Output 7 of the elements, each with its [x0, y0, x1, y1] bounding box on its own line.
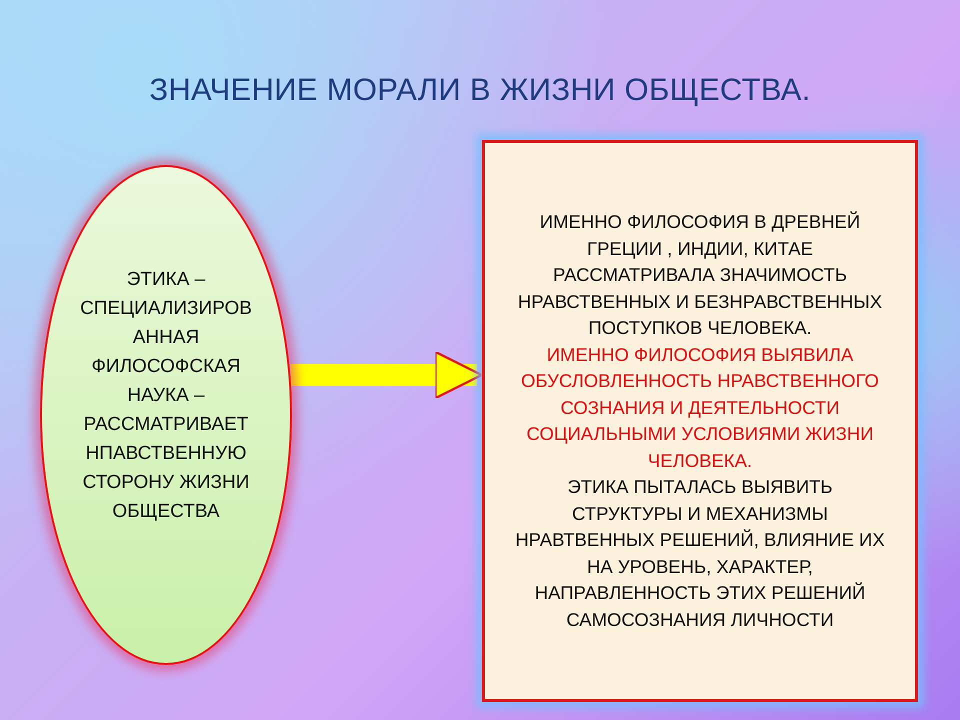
paragraph: ЭТИКА ПЫТАЛАСЬ ВЫЯВИТЬ СТРУКТУРЫ И МЕХАНИЗМЫ НРАВТВЕННЫХ РЕШЕНИЙ, ВЛИЯНИЕ ИХ НА УРОВЕНЬ, ХАРАКТЕР, НАПРАВЛЕННОСТЬ ЭТИХ РЕШЕНИЙ САМОСОЗНАНИЯ ЛИЧНОСТИ — [514, 475, 886, 632]
slide-title: ЗНАЧЕНИЕ МОРАЛИ В ЖИЗНИ ОБЩЕСТВА. — [149, 72, 811, 108]
paragraph: ИМЕННО ФИЛОСОФИЯ В ДРЕВНЕЙ ГРЕЦИИ , ИНДИИ, КИТАЕ РАССМАТРИВАЛА ЗНАЧИМОСТЬ НРАВСТВЕННЫХ И БЕЗНРАВСТВЕННЫХ ПОСТУПКОВ ЧЕЛОВЕКА. — [516, 210, 884, 340]
definition-text: ЭТИКА – СПЕЦИАЛИЗИРОВАННАЯ ФИЛОСОФСКАЯ НАУКА – РАССМАТРИВАЕТ НПАВСТВЕННУЮ СТОРОНУ ЖИЗНИ ОБЩЕСТВА — [79, 268, 253, 524]
block-arrow — [290, 350, 483, 400]
text-card — [482, 140, 918, 702]
paragraph: ИМЕННО ФИЛОСОФИЯ ВЫЯВИЛА ОБУСЛОВЛЕННОСТЬ НРАВСТВЕННОГО СОЗНАНИЯ И ДЕЯТЕЛЬНОСТИ СОЦИАЛЬНЫМИ УСЛОВИЯМИ ЖИЗНИ ЧЕЛОВЕКА. — [520, 342, 880, 472]
